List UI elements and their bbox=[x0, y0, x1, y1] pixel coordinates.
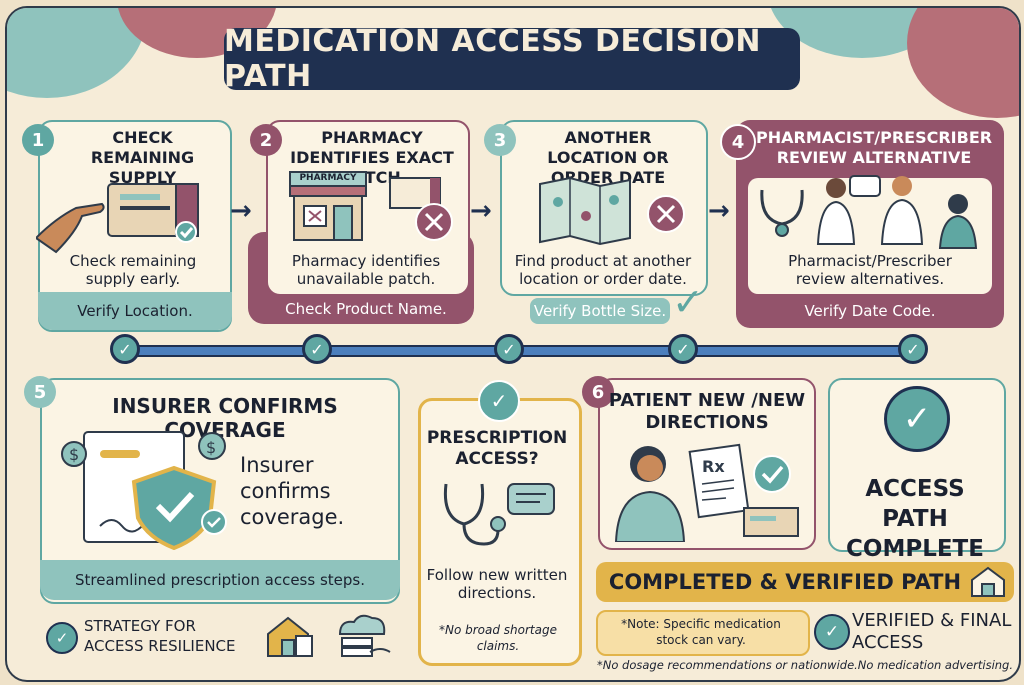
doctors-icon bbox=[760, 175, 978, 249]
insurance-shield-icon: $ $ bbox=[61, 431, 227, 550]
step-1-body: Check remaining supply early. bbox=[69, 252, 197, 288]
step-1-footer: Verify Location. bbox=[77, 302, 193, 320]
home-document-icon bbox=[267, 616, 313, 657]
check-icon: ✓ bbox=[884, 386, 950, 452]
step-2-body: Pharmacy identifies unavailable patch. bbox=[291, 252, 441, 288]
pointing-hand-icon bbox=[36, 183, 199, 254]
page-title: MEDICATION ACCESS DECISION PATH bbox=[224, 24, 800, 94]
step-6-title: PATIENT NEW ∕NEW DIRECTIONS bbox=[608, 390, 806, 433]
strategy-check-icon: ✓ bbox=[46, 622, 78, 654]
step-3-body: Find product at another location or orde… bbox=[514, 252, 692, 288]
verified-check-icon: ✓ bbox=[814, 614, 850, 650]
home-icon bbox=[971, 566, 1005, 597]
svg-text:Rx: Rx bbox=[702, 457, 725, 476]
step-5-title: INSURER CONFIRMS COVERAGE bbox=[112, 394, 338, 442]
stethoscope-icon bbox=[443, 483, 555, 546]
pharmacy-store-icon bbox=[289, 171, 453, 241]
step-5-footer-band bbox=[40, 560, 400, 600]
check-icon: ✓ bbox=[478, 380, 520, 422]
decor-maroon-top-right bbox=[907, 8, 1019, 118]
step-3-footer: Verify Bottle Size. bbox=[533, 302, 667, 320]
completed-banner bbox=[596, 562, 1014, 602]
arrow-icon: → bbox=[470, 196, 492, 226]
step-4-footer: Verify Date Code. bbox=[804, 302, 936, 320]
step-1-footer-band bbox=[38, 292, 232, 330]
timeline-check-icon: ✓ bbox=[302, 334, 332, 364]
access-complete-label: ACCESS PATH COMPLETE bbox=[846, 476, 984, 562]
prescription-access-note: *No broad shortage claims. bbox=[438, 623, 557, 653]
step-6-number: 6 bbox=[582, 376, 614, 408]
step-4-body: Pharmacist/Prescriber review alternative… bbox=[788, 252, 952, 288]
completed-banner-text: COMPLETED & VERIFIED PATH bbox=[608, 570, 962, 594]
step-1-number: 1 bbox=[22, 124, 54, 156]
step-4-number: 4 bbox=[720, 124, 756, 160]
patient-prescription-icon: Rx bbox=[614, 443, 799, 542]
note-text: *Note: Specific medication stock can var… bbox=[621, 617, 781, 647]
svg-text:$: $ bbox=[206, 438, 216, 457]
step-1-title: CHECK REMAINING SUPPLY bbox=[90, 128, 195, 187]
verified-text: VERIFIED & FINAL ACCESS bbox=[852, 610, 1012, 653]
prescription-access-body: Follow new written directions. bbox=[426, 566, 568, 602]
timeline-check-icon: ✓ bbox=[494, 334, 524, 364]
map-icon bbox=[539, 176, 685, 246]
strategy-text: STRATEGY FOR ACCESS RESILIENCE bbox=[84, 617, 236, 655]
step-5-number: 5 bbox=[24, 376, 56, 408]
arrow-icon: → bbox=[708, 196, 730, 226]
prescription-access-title: PRESCRIPTION ACCESS? bbox=[426, 428, 568, 469]
disclaimer: *No dosage recommendations or nationwide… bbox=[596, 658, 1014, 672]
arrow-icon: → bbox=[230, 196, 252, 226]
check-icon: ✓ bbox=[672, 280, 704, 324]
svg-text:$: $ bbox=[69, 445, 79, 464]
step-4-title: PHARMACIST/PRESCRIBER REVIEW ALTERNATIVE bbox=[756, 128, 993, 167]
step-5-footer: Streamlined prescription access steps. bbox=[75, 571, 365, 589]
pharmacy-sign: PHARMACY bbox=[299, 173, 357, 183]
timeline-check-icon: ✓ bbox=[668, 334, 698, 364]
step-2-footer: Check Product Name. bbox=[285, 300, 447, 318]
note-box bbox=[596, 610, 810, 656]
step-3-footer-band bbox=[530, 298, 670, 324]
timeline-check-icon: ✓ bbox=[110, 334, 140, 364]
step-2-number: 2 bbox=[250, 124, 282, 156]
step-5-body: Insurer confirms coverage. bbox=[240, 453, 345, 529]
cloud-server-icon bbox=[338, 614, 391, 657]
timeline-check-icon: ✓ bbox=[898, 334, 928, 364]
step-3-number: 3 bbox=[484, 124, 516, 156]
